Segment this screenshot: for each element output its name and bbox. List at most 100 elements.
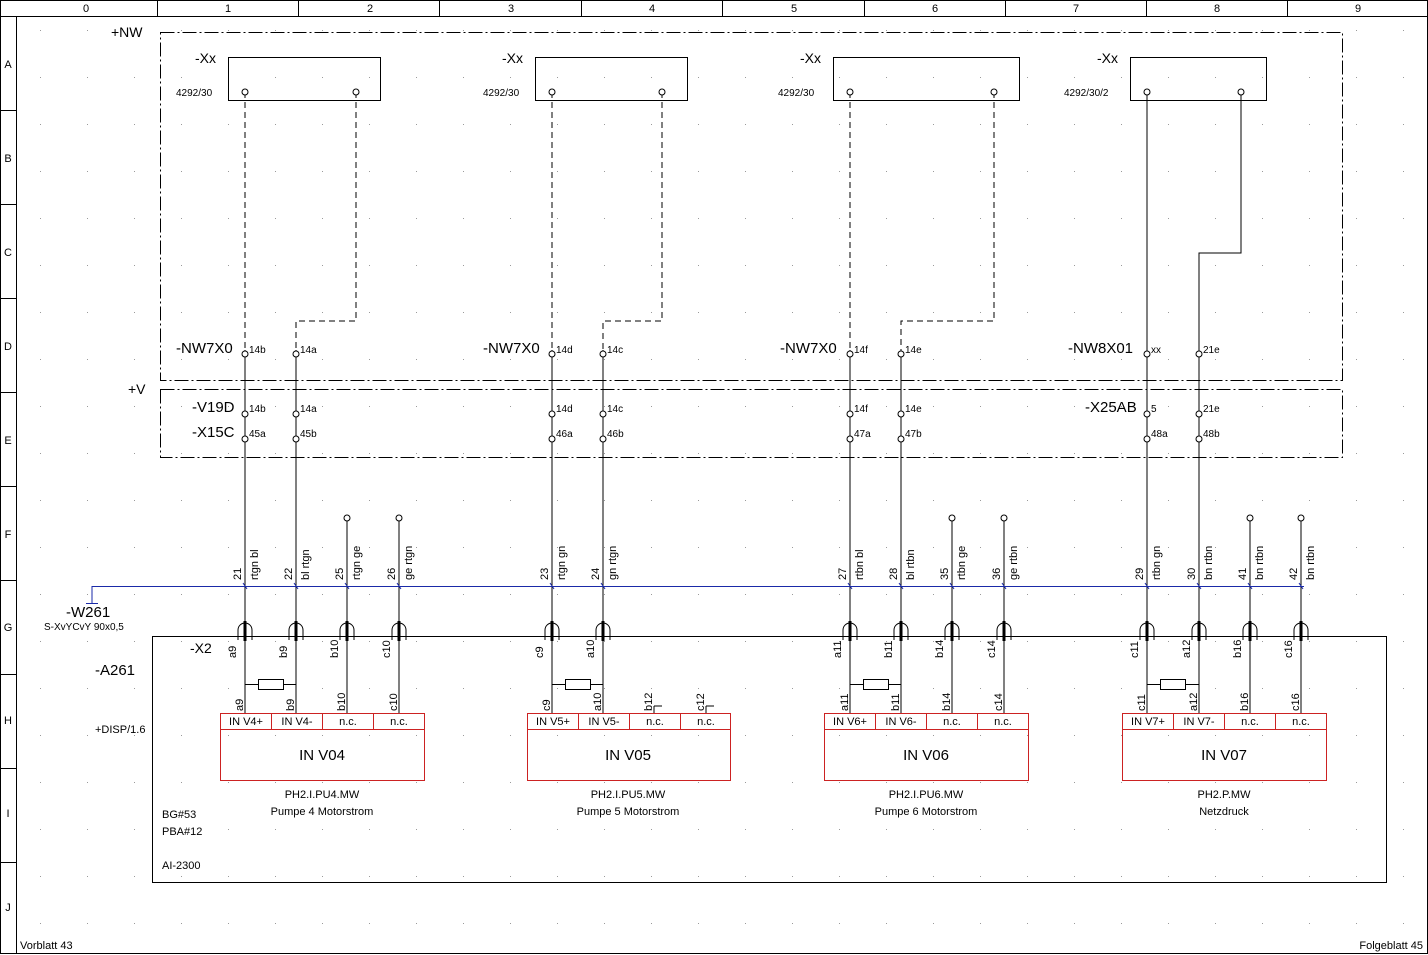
grid-dot: [886, 876, 887, 877]
nw-terminal-tag: -NW7X0: [780, 340, 837, 357]
terminal-point: [897, 350, 905, 358]
v-lower-pin: 48b: [1203, 429, 1220, 440]
grid-dot: [1168, 829, 1169, 830]
grid-dot: [604, 30, 605, 31]
nw-terminal-pin: 14e: [905, 345, 922, 356]
grid-dot: [1309, 77, 1310, 78]
row-label-e: E: [4, 435, 11, 447]
grid-dot: [1121, 124, 1122, 125]
grid-dot: [933, 265, 934, 266]
grid-dot: [40, 359, 41, 360]
grid-dot: [275, 171, 276, 172]
grid-dot: [745, 782, 746, 783]
grid-dot: [792, 688, 793, 689]
grid-dot: [87, 641, 88, 642]
wire-color: bn rtbn: [1254, 546, 1266, 580]
wire-number: 23: [539, 568, 551, 580]
grid-dot: [745, 876, 746, 877]
channel-ioV04: IN V4+ IN V4- n.c. n.c. IN V04 PH2.I.PU4…: [220, 713, 425, 818]
grid-dot: [1121, 876, 1122, 877]
column-label-9: 9: [1355, 3, 1361, 15]
grid-dot: [228, 500, 229, 501]
spare-wire-end: [343, 514, 351, 522]
grid-dot: [1215, 312, 1216, 313]
grid-dot: [1074, 782, 1075, 783]
grid-dot: [698, 782, 699, 783]
grid-dot: [1121, 30, 1122, 31]
channel-cell: n.c.: [1292, 716, 1310, 728]
grid-dot: [886, 265, 887, 266]
module-pin: b14: [941, 693, 953, 711]
next-sheet-link[interactable]: Folgeblatt 45: [1359, 940, 1423, 952]
grid-dot: [1262, 829, 1263, 830]
grid-dot: [980, 923, 981, 924]
grid-dot: [792, 923, 793, 924]
grid-dot: [322, 876, 323, 877]
grid-dot: [1403, 359, 1404, 360]
grid-dot: [40, 500, 41, 501]
wire-color: gn rtgn: [607, 546, 619, 580]
module-pin: c11: [1136, 694, 1148, 711]
grid-dot: [604, 829, 605, 830]
grid-dot: [792, 218, 793, 219]
grid-dot: [745, 218, 746, 219]
grid-dot: [416, 782, 417, 783]
grid-dot: [369, 453, 370, 454]
v19d-tag: -V19D: [192, 399, 235, 416]
grid-dot: [463, 688, 464, 689]
grid-dot: [181, 500, 182, 501]
x2-pin: c14: [986, 640, 998, 658]
grid-dot: [1215, 923, 1216, 924]
grid-dot: [1027, 171, 1028, 172]
grid-dot: [557, 547, 558, 548]
resistor: [863, 679, 889, 690]
grid-dot: [416, 594, 417, 595]
grid-dot: [933, 359, 934, 360]
grid-dot: [322, 124, 323, 125]
grid-dot: [1215, 359, 1216, 360]
grid-dot: [1262, 594, 1263, 595]
channel-cell: n.c.: [339, 716, 357, 728]
grid-dot: [980, 30, 981, 31]
grid-dot: [792, 265, 793, 266]
grid-dot: [416, 876, 417, 877]
grid-dot: [510, 265, 511, 266]
grid-dot: [839, 77, 840, 78]
grid-dot: [322, 359, 323, 360]
v-upper-pin: 21e: [1203, 404, 1220, 415]
previous-sheet-link[interactable]: Vorblatt 43: [20, 940, 73, 952]
grid-dot: [557, 782, 558, 783]
grid-dot: [275, 453, 276, 454]
row-label-f: F: [5, 529, 12, 541]
row-label-a: A: [4, 59, 12, 71]
grid-dot: [1168, 547, 1169, 548]
grid-dot: [1403, 124, 1404, 125]
grid-dot: [463, 218, 464, 219]
grid-dot: [181, 359, 182, 360]
grid-dot: [839, 359, 840, 360]
grid-dot: [651, 406, 652, 407]
connector-tag: -Xx: [1097, 50, 1118, 66]
grid-dot: [1403, 500, 1404, 501]
grid-dot: [698, 829, 699, 830]
grid-dot: [1215, 77, 1216, 78]
channel-ioV07: IN V7+ IN V7- n.c. n.c. IN V07 PH2.P.MW …: [1122, 713, 1327, 818]
grid-dot: [839, 171, 840, 172]
grid-dot: [275, 312, 276, 313]
dot-grid: [40, 30, 1404, 924]
cable-tick: [549, 582, 555, 590]
grid-dot: [87, 923, 88, 924]
grid-dot: [181, 876, 182, 877]
grid-dot: [933, 782, 934, 783]
grid-dot: [604, 359, 605, 360]
grid-dot: [1168, 77, 1169, 78]
grid-dot: [698, 547, 699, 548]
grid-dot: [1121, 829, 1122, 830]
grid-dot: [1168, 923, 1169, 924]
grid-dot: [1168, 594, 1169, 595]
grid-dot: [181, 77, 182, 78]
grid-dot: [1356, 30, 1357, 31]
grid-dot: [134, 641, 135, 642]
grid-dot: [651, 312, 652, 313]
